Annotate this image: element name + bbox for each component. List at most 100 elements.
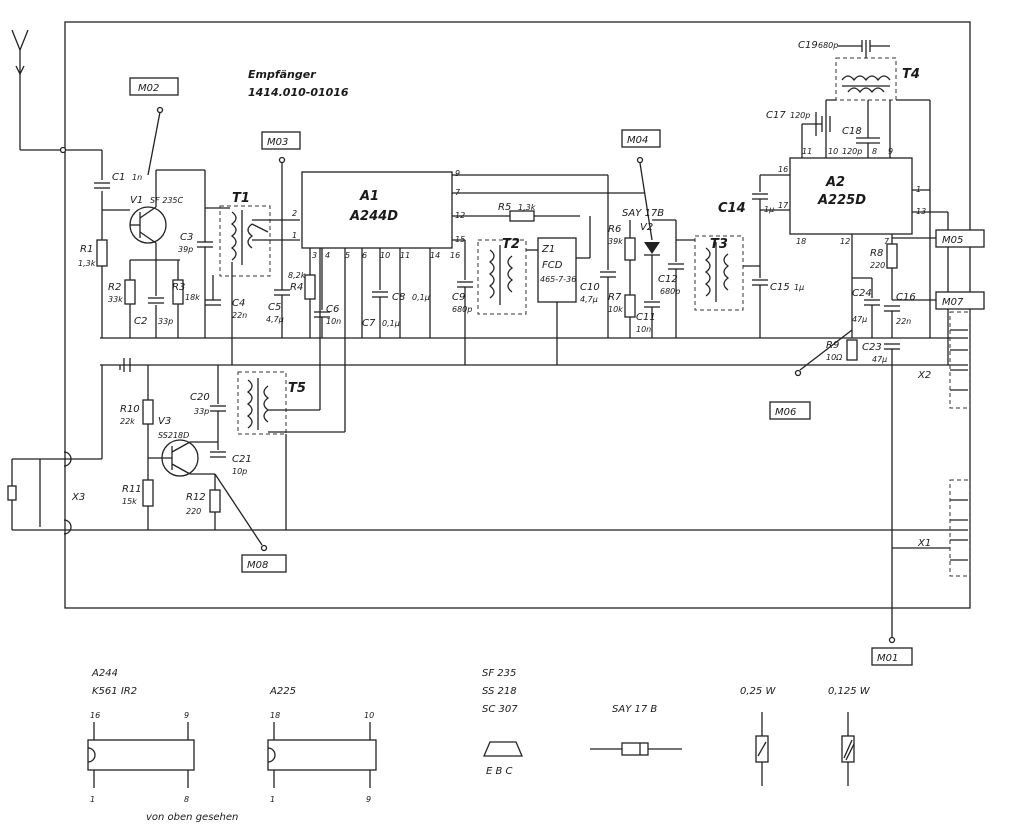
legend-ic2-pin10: 10 — [364, 711, 374, 720]
c4-value: 22n — [232, 311, 247, 320]
c9-value: 680p — [452, 305, 472, 314]
legend-ic1-package — [87, 739, 195, 771]
mp-m07: M07 — [942, 297, 964, 308]
mp-m03-box — [261, 131, 301, 150]
r7-value: 10k — [608, 305, 623, 314]
v3-label: V3 — [158, 416, 171, 427]
r2-label: R2 — [108, 282, 121, 293]
c3-value: 39p — [178, 245, 193, 254]
legend-res2-label: 0,125 W — [828, 686, 871, 697]
r9-value: 10Ω — [826, 353, 843, 362]
a1-pin-16: 16 — [450, 251, 460, 260]
r7-label: R7 — [608, 292, 622, 303]
ic-a1-type: A244D — [349, 209, 398, 224]
antenna-icon — [11, 29, 102, 154]
c20-value: 33p — [194, 407, 209, 416]
c24-label: C24 — [852, 288, 872, 299]
a2-pin-10: 10 — [828, 147, 838, 156]
mp-m04: M04 — [627, 135, 648, 146]
v1-type: SF 235C — [150, 196, 183, 205]
r1-label: R1 — [80, 244, 93, 255]
connector-x3: X3 — [7, 365, 103, 535]
legend-ic2-pin1: 1 — [270, 795, 275, 804]
ic-a1 — [301, 171, 453, 249]
c21-label: C21 — [232, 454, 252, 465]
legend-tr-line3: SC 307 — [482, 704, 518, 715]
legend-ic1-pin1: 1 — [90, 795, 95, 804]
a2-pin-11: 11 — [802, 147, 812, 156]
c9-label: C9 — [452, 292, 465, 303]
c5-label: C5 — [268, 302, 281, 313]
r2-value: 33k — [108, 295, 123, 304]
v2-type: SAY 17B — [622, 208, 664, 219]
c10-label: C10 — [580, 282, 600, 293]
ic-a2-type: A225D — [817, 193, 866, 208]
ic-a1-ref: A1 — [359, 189, 379, 204]
legend-ic1-pin8: 8 — [184, 795, 189, 804]
r12-value: 220 — [186, 507, 201, 516]
r12-label: R12 — [186, 492, 206, 503]
c12-label: C12 — [658, 274, 678, 285]
legend-ic1-line2: K561 IR2 — [92, 686, 137, 697]
legend-ic2-pin18: 18 — [270, 711, 280, 720]
a1-pin-14: 14 — [430, 251, 440, 260]
r3-label: R3 — [172, 282, 185, 293]
c18-label: C18 — [842, 126, 862, 137]
a2-pin-17: 17 — [778, 201, 789, 210]
c1-value: 1n — [132, 173, 142, 182]
c23-value: 47µ — [872, 355, 887, 364]
legend-ic2-pin9: 9 — [366, 795, 371, 804]
t2-stage: C9 680p T2 R5 1,3k Z1 FCD 465-7-36 — [452, 174, 645, 365]
r5-value: 1,3k — [518, 203, 536, 212]
c17-label: C17 — [766, 110, 786, 121]
c6-label: C6 — [326, 304, 339, 315]
x2-label: X2 — [917, 370, 931, 381]
r4-value: 8,2k — [288, 271, 306, 280]
legend-ic1-pin16: 16 — [90, 711, 100, 720]
c1-label: C1 — [112, 172, 125, 183]
a1-pin-5: 5 — [345, 251, 350, 260]
legend-diode-label: SAY 17 B — [612, 704, 657, 715]
mp-m02: M02 — [138, 83, 159, 94]
c11-label: C11 — [636, 312, 656, 323]
c18-value: 120p — [842, 147, 862, 156]
a1-pin-11: 11 — [400, 251, 410, 260]
a1-pin-6: 6 — [362, 251, 367, 260]
c19-value: 680p — [818, 41, 838, 50]
c12-value: 680p — [660, 287, 680, 296]
demod-stage: C10 4,7µ R6 39k R7 10k SAY 17B V2 C11 10… — [580, 162, 684, 338]
mp-m07-box — [935, 291, 985, 310]
a1-pin-1: 1 — [292, 231, 297, 240]
c20-label: C20 — [190, 392, 210, 403]
mp-m06-box — [769, 401, 811, 420]
legend-ic2-package — [267, 739, 377, 771]
c11-value: 10n — [636, 325, 651, 334]
c15-value: 1µ — [794, 283, 804, 292]
v3-type: SS218D — [158, 431, 189, 440]
r10-value: 22k — [120, 417, 135, 426]
a2-pin-18: 18 — [796, 237, 806, 246]
c2-value: 33p — [158, 317, 173, 326]
v2-diode-icon — [644, 242, 660, 254]
z1-ref: Z1 — [541, 244, 555, 255]
t4-stage: T4 C19 680p C17 120p C18 120p — [766, 40, 949, 365]
board-outline — [64, 21, 971, 609]
c19-label: C19 — [798, 40, 818, 51]
ic-a2-ref: A2 — [825, 175, 845, 190]
a1-bottom-caps: C7 0,1µ C8 0,1µ — [344, 248, 431, 410]
c7-value: 0,1µ — [382, 319, 400, 328]
c21-value: 10p — [232, 467, 247, 476]
mp-m02-box — [129, 77, 179, 96]
t4-label: T4 — [902, 67, 920, 82]
v2-label: V2 — [640, 222, 653, 233]
a2-output: R8 220 C24 47µ C16 22n R9 10Ω C23 47µ — [794, 234, 980, 638]
r8-value: 220 — [870, 261, 885, 270]
c17-value: 120p — [790, 111, 810, 120]
legend-diode-icon — [621, 742, 649, 756]
mp-m04-box — [621, 129, 661, 148]
x3-label: X3 — [71, 492, 85, 503]
c2-label: C2 — [134, 316, 147, 327]
a1-pin-9: 9 — [455, 169, 460, 178]
c16-label: C16 — [896, 292, 916, 303]
